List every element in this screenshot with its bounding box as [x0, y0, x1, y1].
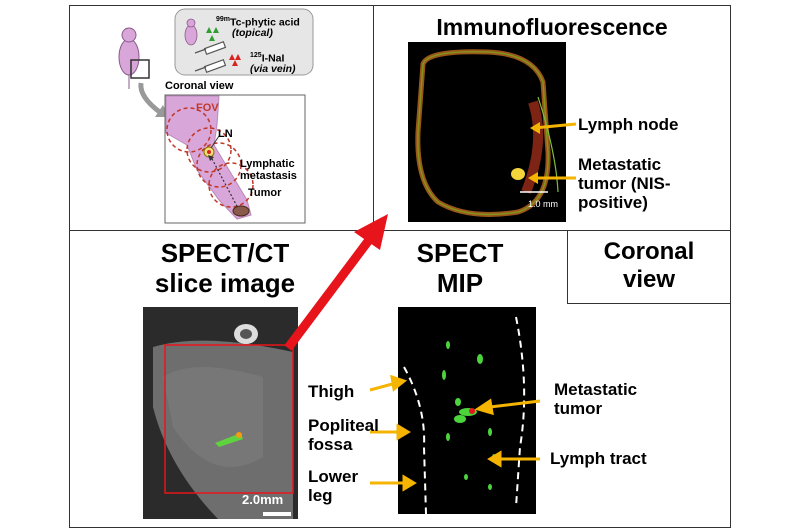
thigh-label: Thigh — [308, 382, 355, 401]
fov-label: FOV — [196, 102, 219, 114]
lymph-tract-label: Lymph tract — [550, 449, 647, 468]
metastatic-tumor-label: Metastatic tumor (NIS- positive) — [578, 155, 671, 212]
spect-ct-title: SPECT/CT slice image — [154, 238, 296, 298]
tracer-i-label: 125I-NaI — [250, 52, 285, 65]
ct-scale-label: 2.0mm — [242, 492, 284, 507]
mouse-small-icon — [184, 18, 198, 46]
zoom-region-box — [130, 59, 150, 79]
immuno-arrows — [528, 122, 577, 184]
ct-roi-box — [164, 344, 294, 494]
coronal-view-box-label: Coronal view — [567, 230, 731, 304]
spect-mip-title: SPECT MIP — [416, 238, 504, 298]
schematic-diagram — [118, 8, 314, 224]
lymph-node-label: Lymph node — [578, 115, 679, 134]
tc-tracer-icon — [206, 27, 219, 41]
tracer-i-route: (via vein) — [250, 63, 296, 75]
i-tracer-icon — [229, 54, 241, 66]
tumor-label: Tumor — [248, 187, 282, 199]
spect-ct-image — [143, 307, 298, 519]
mouse-icon — [118, 27, 140, 89]
mip-arrows — [369, 375, 541, 492]
bottom-panel — [69, 230, 731, 528]
coronal-view-label: Coronal view — [165, 80, 234, 92]
tracer-tc-route: (topical) — [232, 27, 273, 39]
fov-circles — [166, 107, 254, 208]
syringe-icon — [194, 40, 227, 74]
tumor-marker — [232, 205, 250, 217]
ln-label: LN — [218, 128, 233, 140]
immunofluorescence-title: Immunofluorescence — [436, 14, 668, 40]
red-link-arrow — [284, 214, 388, 351]
lower-leg-label: Lower leg — [308, 467, 359, 505]
spect-mip-image — [398, 307, 536, 514]
tracer-legend-box — [174, 8, 314, 76]
zoom-arrow — [138, 82, 163, 116]
mip-metastatic-tumor-label: Metastatic tumor — [554, 380, 638, 418]
immuno-scale-label: 1.0 mm — [528, 199, 559, 209]
popliteal-fossa-label: Popliteal fossa — [308, 416, 379, 454]
tracer-tc-label: 99mTc-phytic acid — [216, 16, 300, 29]
lymphatic-metastasis-label: Lymphatic metastasis — [240, 158, 297, 182]
